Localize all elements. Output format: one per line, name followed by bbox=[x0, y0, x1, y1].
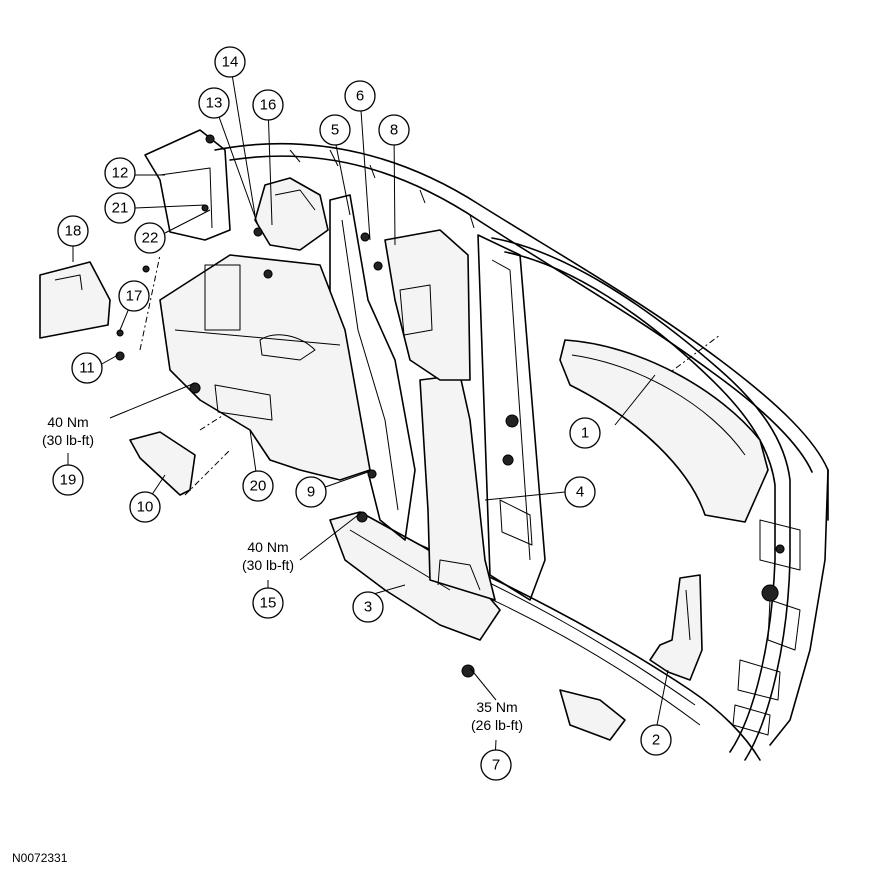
callout-2: 2 bbox=[640, 724, 672, 756]
svg-text:6: 6 bbox=[356, 88, 364, 105]
svg-text:8: 8 bbox=[390, 122, 398, 139]
svg-text:14: 14 bbox=[222, 54, 239, 71]
svg-text:19: 19 bbox=[60, 472, 77, 489]
part-a-pillar-trim bbox=[559, 339, 769, 523]
figure-reference-code: N0072331 bbox=[12, 851, 68, 865]
part-storage-cover bbox=[129, 431, 196, 496]
callout-20: 20 bbox=[242, 470, 274, 502]
svg-text:(30 lb-ft): (30 lb-ft) bbox=[42, 432, 94, 448]
svg-text:13: 13 bbox=[206, 95, 223, 112]
svg-text:11: 11 bbox=[79, 360, 95, 377]
svg-text:35 Nm: 35 Nm bbox=[476, 699, 517, 715]
callout-14: 14 bbox=[214, 46, 246, 78]
callout-11: 11 bbox=[71, 352, 103, 384]
svg-text:18: 18 bbox=[65, 223, 82, 240]
callout-12: 12 bbox=[104, 157, 136, 189]
svg-text:17: 17 bbox=[126, 288, 143, 305]
svg-text:1: 1 bbox=[581, 425, 589, 442]
callout-13: 13 bbox=[198, 87, 230, 119]
svg-text:12: 12 bbox=[112, 165, 129, 182]
svg-text:(30 lb-ft): (30 lb-ft) bbox=[242, 557, 294, 573]
callout-21: 21 bbox=[104, 192, 136, 224]
part-rear-trim-piece bbox=[39, 261, 111, 339]
svg-text:16: 16 bbox=[260, 97, 277, 114]
callout-8: 8 bbox=[378, 114, 410, 146]
svg-text:2: 2 bbox=[652, 732, 660, 749]
svg-text:5: 5 bbox=[331, 122, 339, 139]
svg-text:40 Nm: 40 Nm bbox=[247, 539, 288, 555]
svg-text:15: 15 bbox=[260, 595, 277, 612]
callout-15: 15 bbox=[252, 587, 284, 619]
callout-7: 7 bbox=[480, 749, 512, 781]
callout-19: 19 bbox=[52, 464, 84, 496]
svg-text:9: 9 bbox=[307, 484, 315, 501]
part-quarter-trim-lower bbox=[159, 254, 371, 481]
torque-spec-2: 40 Nm (30 lb-ft) bbox=[242, 539, 294, 573]
part-front-scuff-plate bbox=[461, 664, 626, 741]
callout-17: 17 bbox=[118, 280, 150, 312]
callout-1: 1 bbox=[569, 417, 601, 449]
svg-text:20: 20 bbox=[250, 478, 267, 495]
vehicle-body-side bbox=[139, 142, 829, 761]
svg-text:3: 3 bbox=[364, 599, 372, 616]
svg-text:(26 lb-ft): (26 lb-ft) bbox=[471, 717, 523, 733]
part-quarter-trim-upper bbox=[253, 177, 329, 251]
svg-text:7: 7 bbox=[492, 757, 500, 774]
svg-text:40 Nm: 40 Nm bbox=[47, 414, 88, 430]
svg-text:10: 10 bbox=[137, 499, 154, 516]
svg-text:4: 4 bbox=[576, 484, 584, 501]
callout-5: 5 bbox=[319, 114, 351, 146]
part-belt-guide-bracket bbox=[144, 129, 231, 241]
callout-22: 22 bbox=[134, 222, 166, 254]
torque-spec-3: 35 Nm (26 lb-ft) bbox=[471, 699, 523, 733]
svg-text:21: 21 bbox=[112, 200, 129, 217]
torque-spec-1: 40 Nm (30 lb-ft) bbox=[42, 414, 94, 448]
svg-text:22: 22 bbox=[142, 230, 159, 247]
callout-16: 16 bbox=[252, 89, 284, 121]
part-cowl-side-trim bbox=[649, 574, 703, 681]
callout-18: 18 bbox=[57, 215, 89, 247]
callout-9: 9 bbox=[295, 476, 327, 508]
callout-6: 6 bbox=[344, 80, 376, 112]
callout-4: 4 bbox=[564, 476, 596, 508]
leader-lines bbox=[67, 61, 669, 761]
callout-10: 10 bbox=[129, 491, 161, 523]
callout-3: 3 bbox=[352, 591, 384, 623]
part-b-pillar-lower-trim bbox=[419, 374, 496, 601]
